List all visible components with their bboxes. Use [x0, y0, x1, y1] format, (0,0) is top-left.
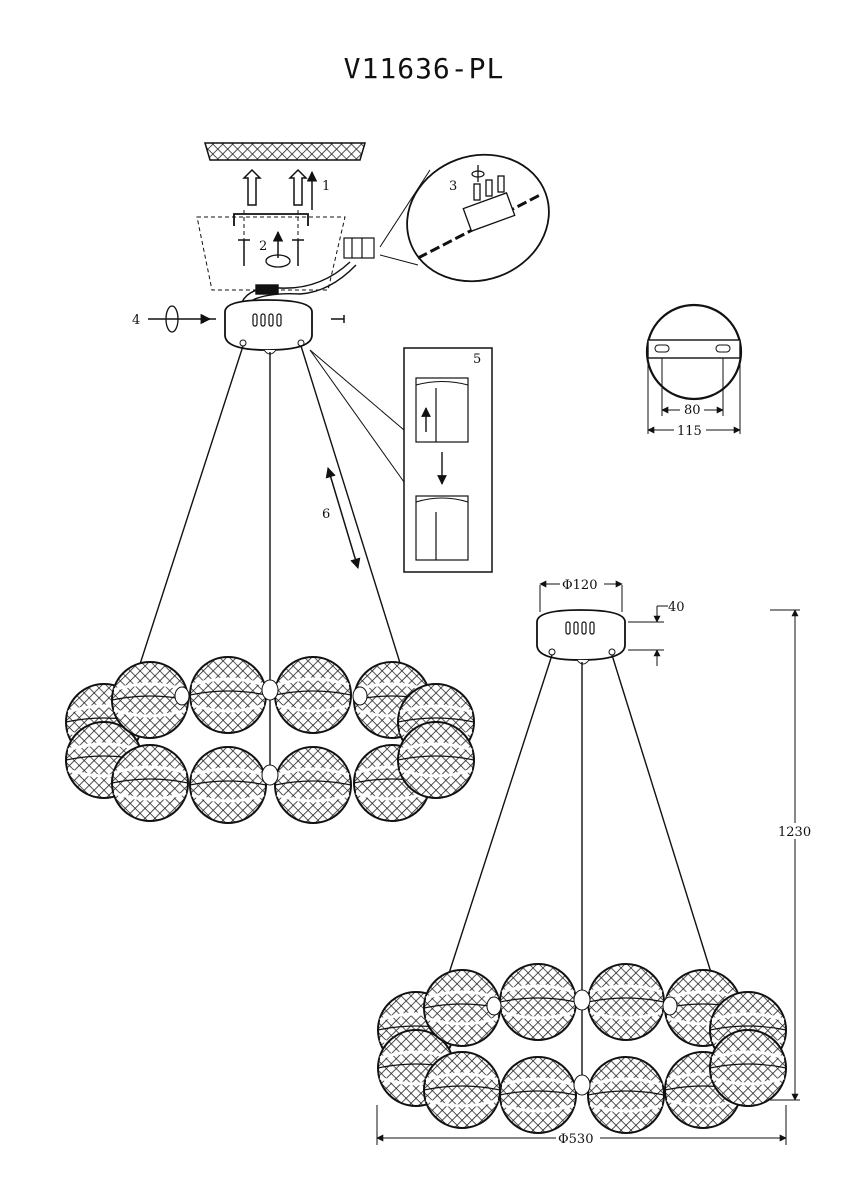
wall-anchors [242, 168, 308, 206]
canopy-height-label: 40 [668, 600, 685, 615]
rotate-icon [265, 254, 291, 268]
rotate-icon [165, 305, 179, 333]
wiring-detail-callout [379, 153, 550, 283]
suspension-cables-right [441, 654, 719, 1085]
canopy-left [224, 299, 313, 355]
mounting-bracket [233, 213, 309, 226]
total-height-label: 1230 [778, 825, 811, 840]
dim-canopy-height [628, 605, 668, 666]
step-6-arrow [325, 466, 361, 570]
step-3-label: 3 [449, 179, 457, 194]
ball-ring-right [376, 962, 788, 1135]
dim-total-height [770, 609, 800, 1101]
step-2-label: 2 [259, 239, 267, 254]
screwdriver-rotate-icon [471, 170, 485, 178]
bracket-hole-spacing: 80 [684, 403, 701, 418]
ceiling-strip [203, 142, 367, 161]
step-4-label: 4 [132, 313, 140, 328]
step-1-label: 1 [322, 179, 330, 194]
ball-ring-left [64, 655, 476, 825]
terminal-block-small [343, 237, 375, 259]
cable-adjust-detail [309, 347, 493, 573]
bracket-plate-diameter: 115 [677, 424, 702, 439]
screws [238, 239, 304, 266]
canopy-right [536, 609, 626, 665]
model-title: V11636-PL [343, 52, 505, 85]
step-5-label: 5 [473, 352, 481, 367]
step-6-label: 6 [322, 507, 330, 522]
side-screws [202, 315, 345, 323]
bracket-plate-detail [645, 303, 743, 434]
ring-diameter-label: Φ530 [558, 1132, 593, 1147]
canopy-diameter-label: Φ120 [562, 578, 597, 593]
mounting-guide [196, 210, 346, 291]
wiring [241, 261, 357, 305]
